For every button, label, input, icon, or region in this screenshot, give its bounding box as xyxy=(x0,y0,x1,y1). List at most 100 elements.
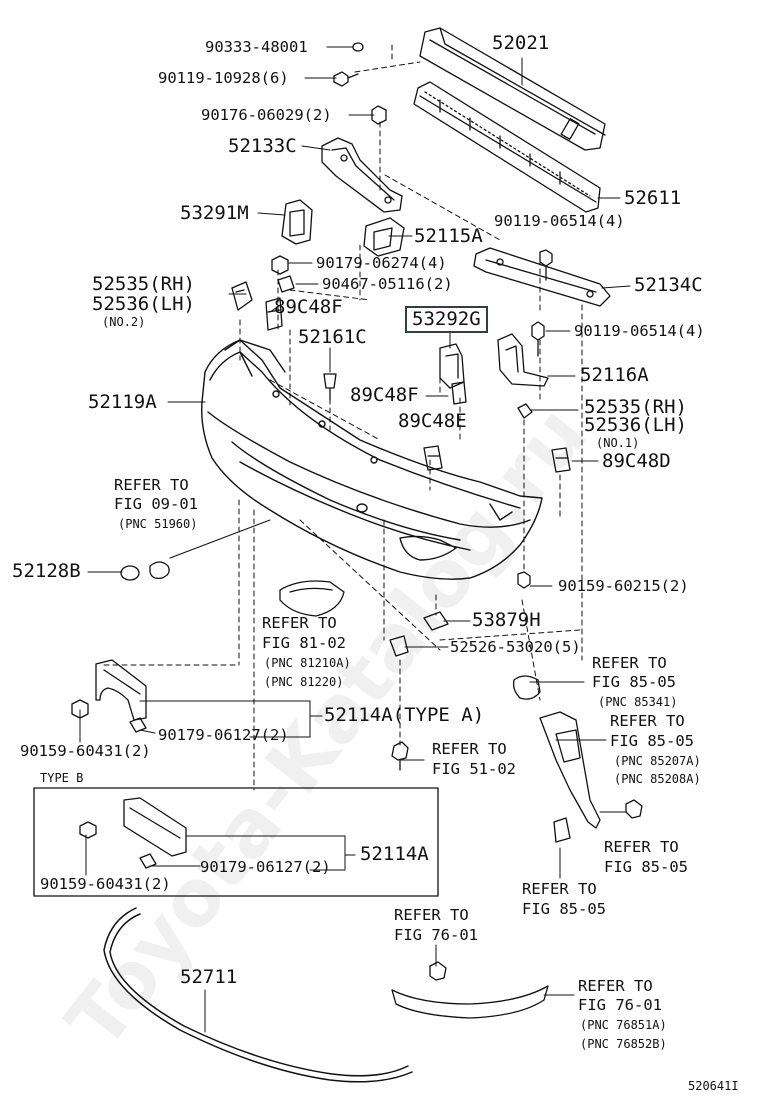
ref-85-05b-line4: (PNC 85208A) xyxy=(614,772,701,786)
ref-51-02-line2[interactable]: FIG 51-02 xyxy=(432,760,516,778)
leader-lines xyxy=(79,46,631,1033)
label-90179-06274[interactable]: 90179-06274(4) xyxy=(316,254,447,272)
pin-52161c xyxy=(323,373,337,401)
ref-81-02-line2[interactable]: FIG 81-02 xyxy=(262,634,346,652)
clip-89c48f-upper xyxy=(265,297,283,331)
label-52611[interactable]: 52611 xyxy=(624,187,682,209)
label-52119a[interactable]: 52119A xyxy=(88,391,157,413)
ref-85-05a-line3: (PNC 85341) xyxy=(598,695,678,709)
ref-09-01-line1: REFER TO xyxy=(114,476,189,494)
ref-85-05d-line1: REFER TO xyxy=(522,880,597,898)
moulding-52711 xyxy=(103,907,413,1083)
bolt-ref-51-02 xyxy=(391,741,409,771)
ref-81-02-line4: (PNC 81220) xyxy=(264,675,344,689)
label-no1: (NO.1) xyxy=(596,436,640,450)
label-53292g-highlighted[interactable]: 53292G xyxy=(405,306,488,333)
ref-09-01-line3: (PNC 51960) xyxy=(118,517,198,531)
ref-85-05a-line2[interactable]: FIG 85-05 xyxy=(592,673,676,691)
clip-89c48e xyxy=(423,445,443,471)
label-90176-06029[interactable]: 90176-06029(2) xyxy=(201,106,332,124)
license-bracket-52114a-type-a xyxy=(71,659,147,733)
lamp-socket-ref-85-05 xyxy=(512,675,643,843)
label-52161c[interactable]: 52161C xyxy=(298,326,367,348)
type-b-title: TYPE B xyxy=(40,771,84,785)
label-52526-53020[interactable]: 52526-53020(5) xyxy=(450,638,581,656)
top-hardware xyxy=(333,42,387,125)
label-89c48f-upper[interactable]: 89C48F xyxy=(274,296,343,318)
tow-hook-cover-52128b xyxy=(120,561,170,581)
label-90119-10928[interactable]: 90119-10928(6) xyxy=(158,69,289,87)
label-52535-rh-no2[interactable]: 52535(RH) xyxy=(92,273,195,295)
label-52021[interactable]: 52021 xyxy=(492,32,550,54)
label-52134c[interactable]: 52134C xyxy=(634,274,703,296)
assembly-dash-lines xyxy=(103,44,583,791)
label-52711[interactable]: 52711 xyxy=(180,966,238,988)
label-89c48f-lower[interactable]: 89C48F xyxy=(350,384,419,406)
ref-85-05b-line2[interactable]: FIG 85-05 xyxy=(610,732,694,750)
ref-81-02-line1: REFER TO xyxy=(262,614,337,632)
energy-absorber-52611 xyxy=(413,81,601,213)
bumper-cover-52119a xyxy=(201,339,543,580)
screw-90159-60215 xyxy=(517,571,531,589)
retainer-52535-no1 xyxy=(517,403,533,419)
label-52115a[interactable]: 52115A xyxy=(414,225,483,247)
label-no2: (NO.2) xyxy=(102,315,146,329)
label-90179-06127-type-b[interactable]: 90179-06127(2) xyxy=(200,858,331,876)
ref-85-05a-line1: REFER TO xyxy=(592,654,667,672)
label-90119-06514-top[interactable]: 90119-06514(4) xyxy=(494,212,625,230)
bracket-52116a xyxy=(497,333,549,387)
nut-52526 xyxy=(389,635,409,657)
bolts-90119-06514 xyxy=(531,249,553,357)
ref-85-05c-line1: REFER TO xyxy=(604,838,679,856)
ref-09-01-line2[interactable]: FIG 09-01 xyxy=(114,495,198,513)
bracket-52115a xyxy=(363,217,405,257)
clip-89c48f-lower xyxy=(451,381,467,405)
ref-76-01a-line2[interactable]: FIG 76-01 xyxy=(394,926,478,944)
label-89c48d[interactable]: 89C48D xyxy=(602,450,671,472)
type-b-box xyxy=(33,787,439,897)
fog-lamp-ref-81-02 xyxy=(279,580,345,617)
label-53291m[interactable]: 53291M xyxy=(180,202,249,224)
label-90159-60431-type-a[interactable]: 90159-60431(2) xyxy=(20,742,151,760)
label-53879h[interactable]: 53879H xyxy=(472,609,541,631)
bracket-52133c xyxy=(321,137,403,213)
ref-76-01b-line1: REFER TO xyxy=(578,977,653,995)
bracket-52134c xyxy=(473,247,611,307)
label-52536-lh-no1[interactable]: 52536(LH) xyxy=(584,414,687,436)
nut-clip-hardware xyxy=(271,255,295,293)
ref-76-01b-line2[interactable]: FIG 76-01 xyxy=(578,996,662,1014)
ref-76-01a-line1: REFER TO xyxy=(394,906,469,924)
bracket-53291m xyxy=(281,199,313,245)
label-90333-48001[interactable]: 90333-48001 xyxy=(205,38,308,56)
clip-89c48d xyxy=(551,447,571,473)
ref-85-05c-line2[interactable]: FIG 85-05 xyxy=(604,858,688,876)
retainer-52535-no2 xyxy=(231,281,253,311)
ref-85-05b-line3: (PNC 85207A) xyxy=(614,754,701,768)
label-52535-rh-no1[interactable]: 52535(RH) xyxy=(584,396,687,418)
label-90159-60215[interactable]: 90159-60215(2) xyxy=(558,577,689,595)
ref-85-05d-line2[interactable]: FIG 85-05 xyxy=(522,900,606,918)
clip-53879h xyxy=(423,611,449,631)
label-89c48e[interactable]: 89C48E xyxy=(398,410,467,432)
label-52536-lh-no2[interactable]: 52536(LH) xyxy=(92,293,195,315)
ref-76-01b-line4: (PNC 76852B) xyxy=(580,1037,667,1051)
ref-85-05b-line1: REFER TO xyxy=(610,712,685,730)
ref-51-02-line1: REFER TO xyxy=(432,740,507,758)
label-52128b[interactable]: 52128B xyxy=(12,560,81,582)
label-90467-05116[interactable]: 90467-05116(2) xyxy=(322,275,453,293)
garnish-ref-76-01 xyxy=(391,961,549,1019)
label-52116a[interactable]: 52116A xyxy=(580,364,649,386)
label-90179-06127-type-a[interactable]: 90179-06127(2) xyxy=(158,726,289,744)
label-90159-60431-type-b[interactable]: 90159-60431(2) xyxy=(40,875,171,893)
reinforcement-bar-52021 xyxy=(419,27,606,151)
label-52133c[interactable]: 52133C xyxy=(228,135,297,157)
label-52114a-type-b[interactable]: 52114A xyxy=(360,843,429,865)
ref-76-01b-line3: (PNC 76851A) xyxy=(580,1018,667,1032)
label-52114a-type-a[interactable]: 52114A(TYPE A) xyxy=(324,704,485,726)
diagram-code: 520641I xyxy=(688,1079,739,1093)
label-90119-06514-mid[interactable]: 90119-06514(4) xyxy=(574,322,705,340)
ref-81-02-line3: (PNC 81210A) xyxy=(264,656,351,670)
